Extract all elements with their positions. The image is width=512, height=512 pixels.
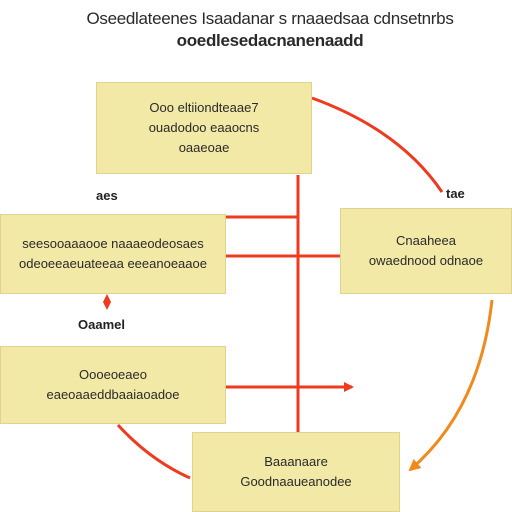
box-text: ouadodoo eaaocns (148, 120, 260, 135)
box-text: Goodnaaueanodee (240, 474, 352, 489)
box-text: owaednood odnaoe (368, 253, 484, 268)
arc-top-right (311, 96, 444, 193)
box-top-left: Ooo eltiiondteaae7 ouadodoo eaaocns oaae… (96, 82, 312, 174)
double-arrow-icon (103, 294, 111, 310)
box-text: Cnaaheea (396, 233, 456, 248)
box-text: Ooo eltiiondteaae7 (149, 100, 259, 115)
box-right: Cnaaheea owaednood odnaoe (340, 208, 512, 294)
box-text: eaeoaaeddbaaiaoadoe (46, 387, 180, 402)
label-left-upper: aes (96, 188, 118, 203)
box-mid-left: seesooaaaooe naaaeodeosaes odeoeeaeuatee… (0, 214, 226, 294)
box-text: oaaeoae (178, 140, 230, 155)
arc-right-bottom (408, 299, 494, 472)
diagram-title: Oseedlateenes Isaadanar s rnaaedsaa cdns… (40, 8, 500, 52)
box-text: Baaanaare (264, 454, 328, 469)
box-text: odeoeeaeuateeaa eeeanoeaaoe (19, 256, 207, 271)
box-text: Oooeoeaeo (79, 367, 147, 382)
box-text: seesooaaaooe naaaeodeosaes (22, 236, 204, 251)
title-line-2: ooedlesedacnanenaadd (176, 31, 364, 50)
arc-bottom-left (116, 423, 191, 480)
box-lower-left: Oooeoeaeo eaeoaaeddbaaiaoadoe (0, 346, 226, 424)
label-right-upper: tae (446, 186, 465, 201)
label-left-mid: Oaamel (78, 317, 125, 332)
box-bottom: Baaanaare Goodnaaueanodee (192, 432, 400, 512)
title-line-1: Oseedlateenes Isaadanar s rnaaedsaa cdns… (86, 9, 454, 28)
